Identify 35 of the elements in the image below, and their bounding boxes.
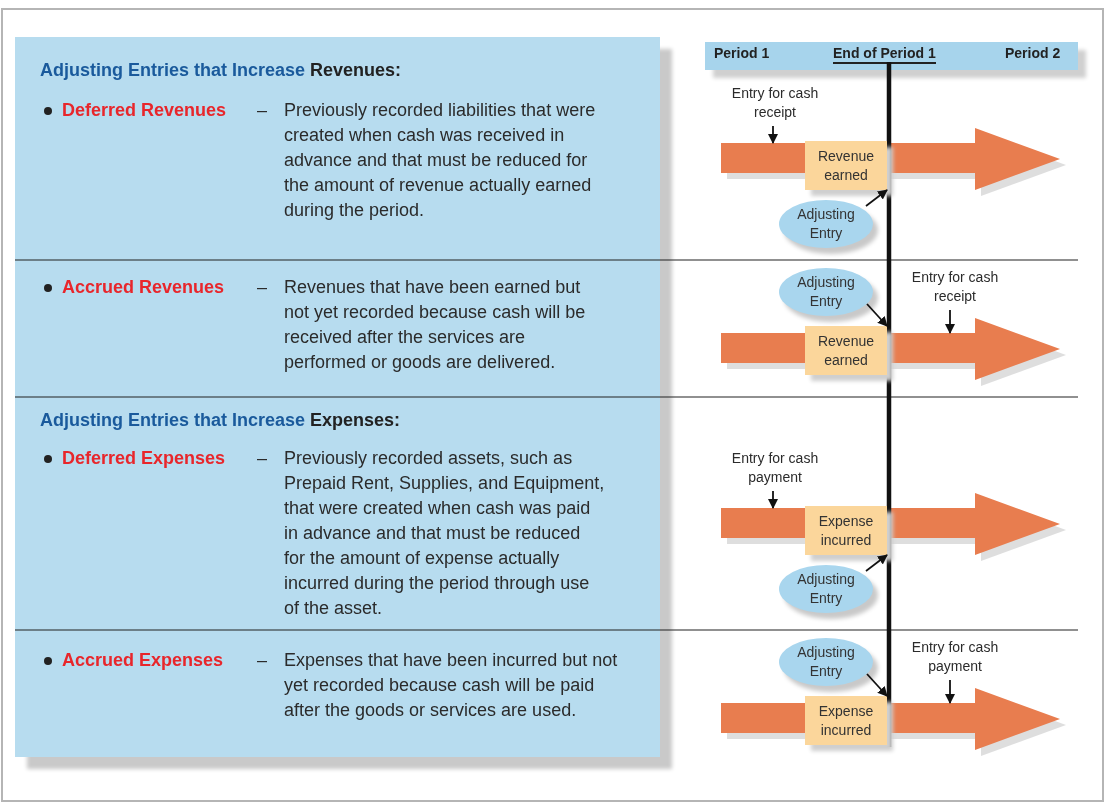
dash-separator: – [257,277,267,298]
adjusting-entry-ellipse: Adjusting Entry [779,268,873,316]
term-label: Accrued Expenses [62,650,224,671]
dash-separator: – [257,650,267,671]
annotation-text: Entry for cash payment [715,449,835,489]
description-text: Previously recorded assets, such as Prepaid Rent, Supplies, and Equipment, that were created when cash was paid in advance and that must be reduced for the amount of expense actually incurred during the period through use of the asset. [284,447,606,620]
period-label: Period 2 [1005,45,1061,61]
annotation-text: Entry for cash receipt [895,268,1015,308]
adjusting-entry-ellipse: Adjusting Entry [779,200,873,248]
term-label: Deferred Revenues [62,100,227,121]
section-heading: Expenses: [310,410,401,431]
section-heading: Revenues: [310,60,402,81]
arrow [945,309,955,334]
adjusting-entry-ellipse: Adjusting Entry [779,565,873,613]
period-label: End of Period 1 [833,45,936,64]
arrow [768,490,778,509]
period-label: Period 1 [714,45,770,61]
section-heading: Adjusting Entries that Increase [40,60,306,81]
annotation-text: Entry for cash receipt [715,84,835,124]
arrow [865,554,888,572]
dash-separator: – [257,100,267,121]
arrow [945,679,955,704]
arrow [866,303,888,327]
dash-separator: – [257,448,267,469]
annotation-text: Entry for cash payment [895,638,1015,678]
section-heading: Adjusting Entries that Increase [40,410,306,431]
adjusting-entry-ellipse: Adjusting Entry [779,638,873,686]
description-text: Expenses that have been incurred but not yet recorded because cash will be paid after the goods or services are used. [284,649,619,722]
term-label: Deferred Expenses [62,448,226,469]
description-text: Previously recorded liabilities that were created when cash was received in advance and that must be reduced for the amount of revenue actually earned during the period. [284,99,597,222]
term-label: Accrued Revenues [62,277,225,298]
arrow [866,673,888,697]
arrow [865,189,888,207]
description-text: Revenues that have been earned but not yet recorded because cash will be received after the services are performed or goods are delivered. [284,276,587,374]
arrow [768,125,778,144]
